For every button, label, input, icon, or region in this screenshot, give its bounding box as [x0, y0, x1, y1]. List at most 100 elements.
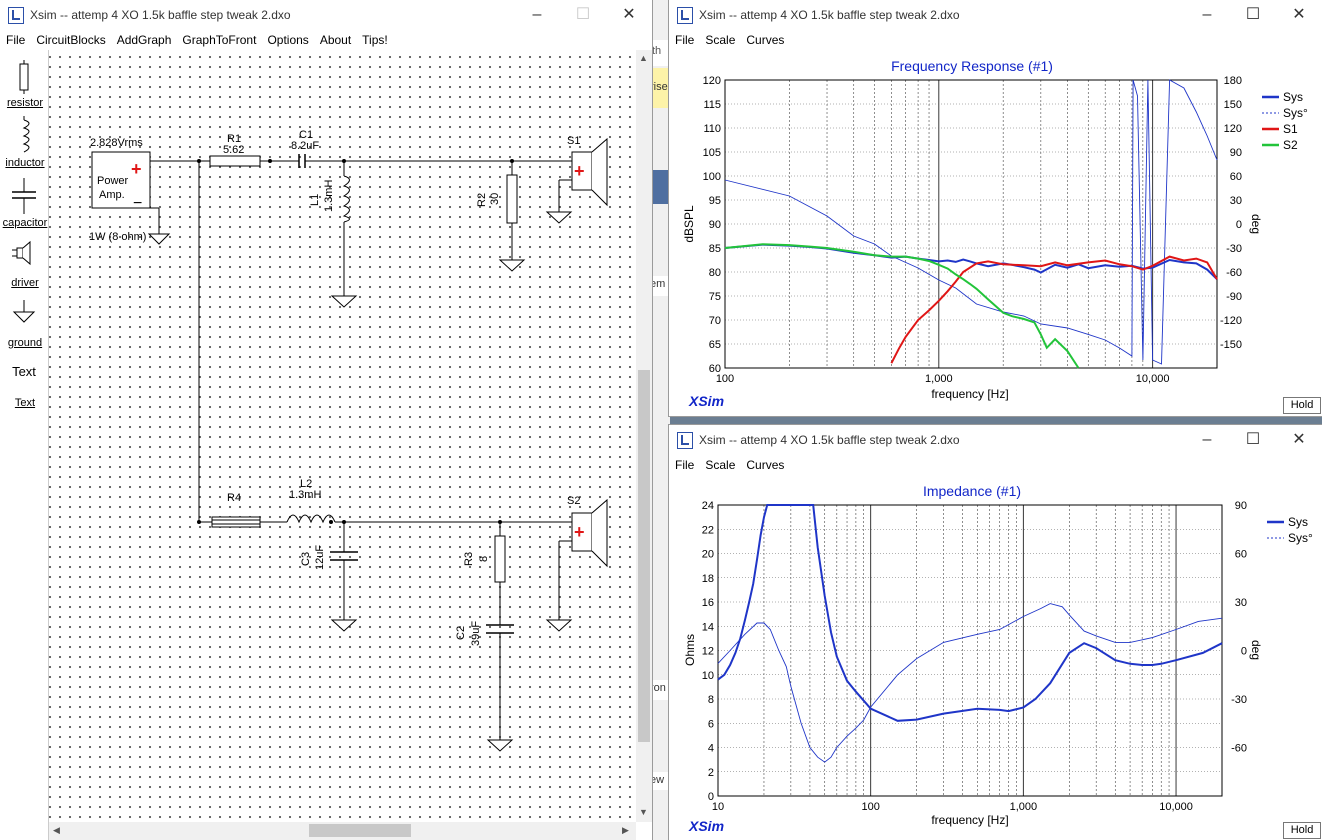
- menu-file[interactable]: File: [675, 458, 695, 472]
- menu-tips[interactable]: Tips!: [362, 33, 388, 47]
- minimize-icon[interactable]: –: [532, 6, 542, 23]
- r3-value: 8: [478, 556, 490, 562]
- menu-scale[interactable]: Scale: [705, 458, 736, 472]
- c2-value: 39uF: [470, 621, 482, 646]
- l1-name: L1: [309, 194, 321, 206]
- frequency-response-window: Xsim -- attemp 4 XO 1.5k baffle step twe…: [669, 0, 1322, 416]
- y2-tick-label: 60: [1235, 549, 1247, 561]
- menu-file[interactable]: File: [675, 33, 695, 47]
- l2-name: L2: [300, 478, 312, 490]
- maximize-icon[interactable]: ☐: [1245, 431, 1261, 448]
- title-bar: Xsim -- attemp 4 XO 1.5k baffle step twe…: [669, 425, 1322, 455]
- ground-icon: [12, 300, 36, 323]
- s1-name: S1: [567, 135, 580, 147]
- bg-strip-3: [650, 170, 670, 204]
- x-tick-label: 10: [712, 801, 724, 813]
- scroll-thumb[interactable]: [638, 370, 650, 742]
- power-amp: [91, 151, 151, 209]
- menu-graphtofront[interactable]: GraphToFront: [182, 33, 257, 47]
- tool-inductor[interactable]: inductor: [0, 114, 48, 170]
- text-icon: Text: [12, 364, 36, 379]
- c3-value: 12uF: [314, 545, 326, 570]
- tool-ground[interactable]: ground: [0, 294, 48, 350]
- y-tick-label: 80: [709, 267, 721, 279]
- y2-tick-label: 0: [1236, 219, 1242, 231]
- maximize-icon[interactable]: ☐: [1245, 6, 1261, 23]
- menu-bar: File Scale Curves: [669, 30, 1322, 50]
- driver-icon: [12, 240, 31, 266]
- scroll-left-icon[interactable]: ◀: [53, 825, 60, 835]
- schematic-canvas[interactable]: 2.828Vrms Power Amp. + − 1W (8 ohm) R1 5…: [49, 50, 636, 822]
- plot-frame: [724, 79, 1218, 369]
- bg-strip-2: rise: [650, 68, 670, 108]
- hold-button[interactable]: Hold: [1283, 822, 1321, 839]
- scroll-up-icon[interactable]: ▲: [639, 53, 648, 63]
- resistor-r1: [209, 155, 261, 167]
- c1-value: 8.2uF: [291, 140, 319, 152]
- series-line-sys: [724, 243, 1218, 280]
- menu-curves[interactable]: Curves: [746, 458, 785, 472]
- y-tick-label: 12: [702, 646, 714, 658]
- scroll-right-icon[interactable]: ▶: [622, 825, 629, 835]
- xsim-brand: XSim: [688, 818, 724, 834]
- tool-label: Text: [14, 397, 36, 409]
- vertical-scrollbar[interactable]: ▲ ▼: [636, 50, 652, 822]
- y-tick-label: 22: [702, 524, 714, 536]
- menu-addgraph[interactable]: AddGraph: [116, 33, 172, 47]
- y-tick-label: 120: [703, 75, 721, 87]
- menu-curves[interactable]: Curves: [746, 33, 785, 47]
- tool-text[interactable]: Text Text: [0, 354, 48, 410]
- y2-tick-label: -150: [1220, 339, 1242, 351]
- l1-value: 1.3mH: [323, 180, 335, 212]
- tool-resistor[interactable]: resistor: [0, 54, 48, 110]
- maximize-icon: ☐: [575, 6, 591, 23]
- horizontal-scrollbar[interactable]: ◀ ▶: [49, 822, 636, 840]
- y-axis-label: dBSPL: [682, 205, 696, 243]
- tool-driver[interactable]: driver: [0, 234, 48, 290]
- menu-file[interactable]: File: [6, 33, 26, 47]
- xsim-brand: XSim: [688, 393, 724, 409]
- y-tick-label: 24: [702, 500, 714, 512]
- y-tick-label: 90: [709, 219, 721, 231]
- hold-button[interactable]: Hold: [1283, 397, 1321, 414]
- resistor-icon: [19, 60, 29, 94]
- menu-about[interactable]: About: [319, 33, 352, 47]
- legend-label: S2: [1283, 138, 1298, 152]
- close-icon[interactable]: ✕: [1292, 6, 1306, 23]
- y-tick-label: 4: [708, 743, 714, 755]
- chart-title: Impedance (#1): [923, 483, 1021, 499]
- series-line-sys-phase: [717, 603, 1223, 763]
- menu-circuitblocks[interactable]: CircuitBlocks: [36, 33, 106, 47]
- y2-tick-label: 0: [1241, 646, 1247, 658]
- amp-label-2: Amp.: [99, 189, 125, 201]
- menu-scale[interactable]: Scale: [705, 33, 736, 47]
- s2-plus: +: [574, 522, 585, 542]
- scroll-down-icon[interactable]: ▼: [639, 807, 648, 817]
- frequency-response-chart: Frequency Response (#1) 1201151101051009…: [682, 58, 1308, 409]
- y2-tick-label: -90: [1226, 291, 1242, 303]
- y-tick-label: 6: [708, 718, 714, 730]
- x-tick-label: 100: [716, 373, 734, 385]
- app-icon: [677, 7, 693, 24]
- legend-label: Sys: [1283, 90, 1303, 104]
- menu-options[interactable]: Options: [267, 33, 309, 47]
- y-tick-label: 75: [709, 291, 721, 303]
- y2-tick-label: -60: [1226, 267, 1242, 279]
- y-tick-label: 110: [703, 123, 721, 135]
- plot-frame: [717, 504, 1223, 797]
- series-line-sys: [717, 504, 1223, 722]
- y-tick-label: 115: [703, 99, 721, 111]
- r2-value: 30: [489, 193, 501, 205]
- window-title: Xsim -- attemp 4 XO 1.5k baffle step twe…: [30, 8, 291, 22]
- scroll-thumb-h[interactable]: [309, 824, 411, 837]
- r2-name: R2: [476, 193, 488, 207]
- series-line-s1: [890, 255, 1218, 364]
- close-icon[interactable]: ✕: [1292, 431, 1306, 448]
- tool-capacitor[interactable]: capacitor: [0, 174, 48, 230]
- close-icon[interactable]: ✕: [622, 6, 636, 23]
- r4-name: R4: [227, 492, 241, 504]
- amp-rating: 1W (8 ohm): [89, 231, 146, 243]
- minimize-icon[interactable]: –: [1202, 6, 1212, 23]
- minimize-icon[interactable]: –: [1202, 431, 1212, 448]
- inductor-icon: [22, 116, 30, 153]
